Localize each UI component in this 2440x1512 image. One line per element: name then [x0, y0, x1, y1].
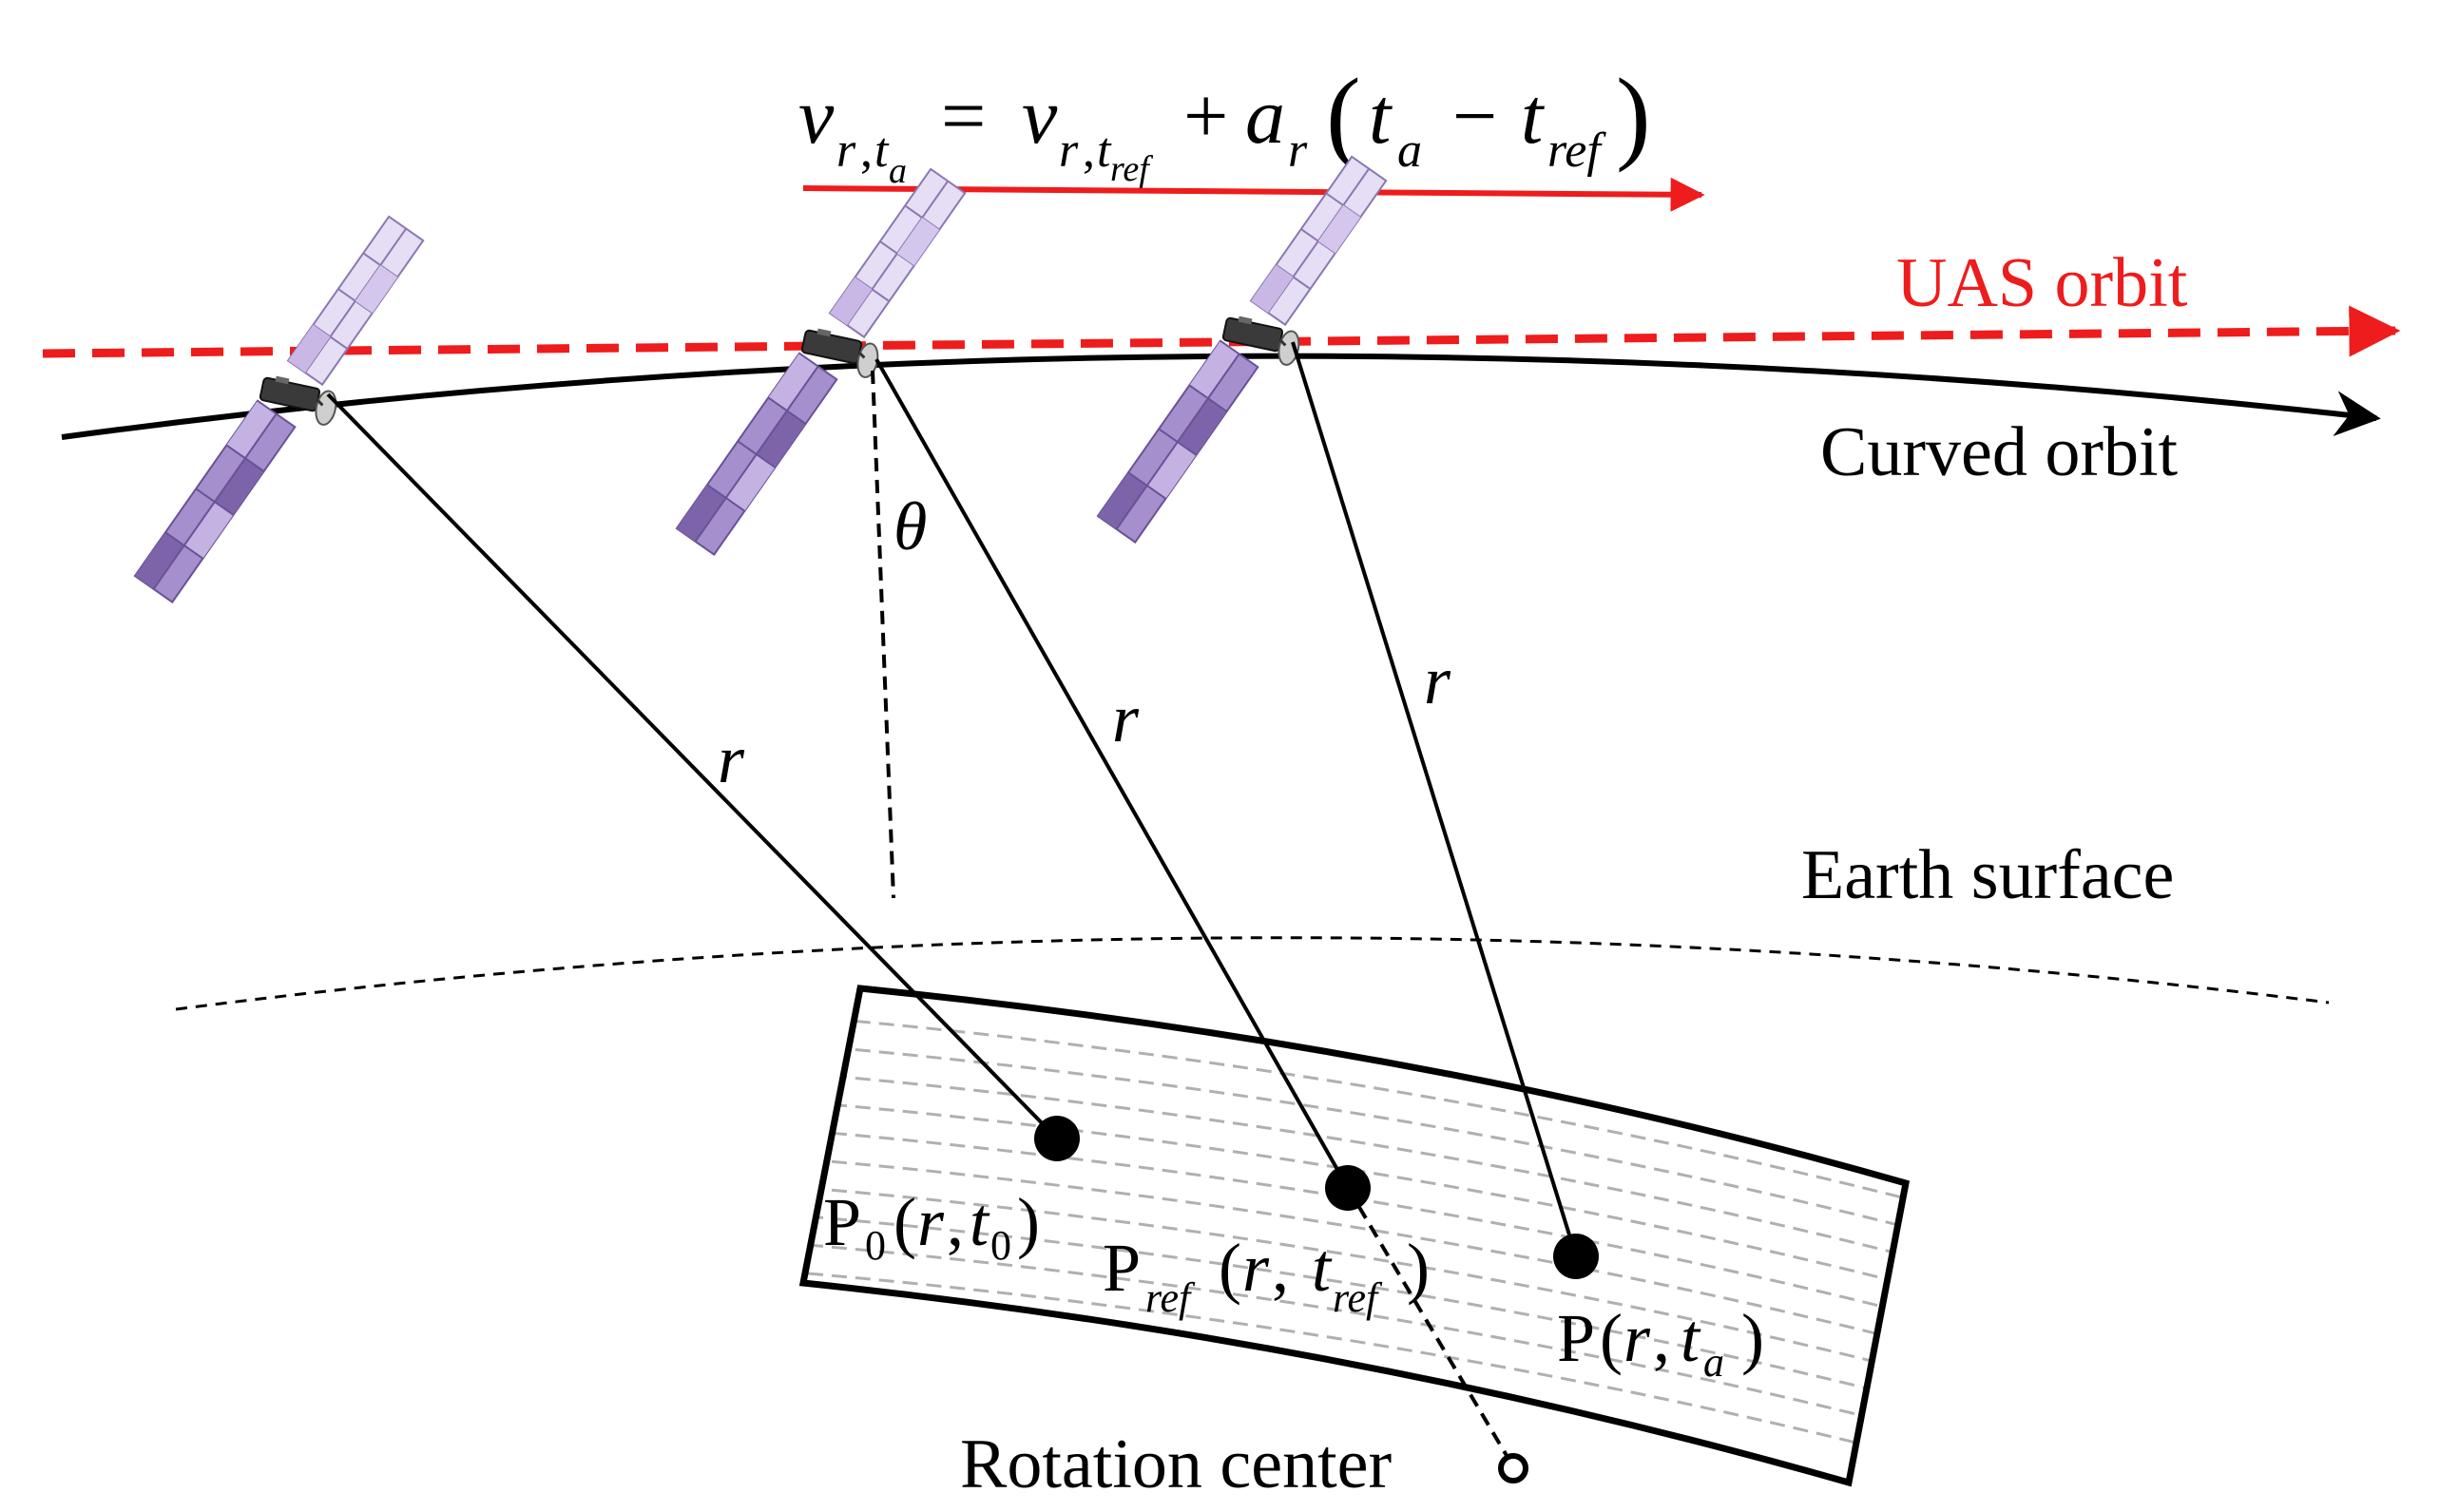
- eq-t1: t: [1369, 72, 1393, 161]
- svg-text:r: r: [1242, 1230, 1270, 1306]
- nadir-dashed-line: [871, 370, 895, 899]
- eq-rparen: ): [1616, 57, 1651, 173]
- svg-text:(: (: [893, 1184, 916, 1260]
- range-line-pa: [1291, 341, 1578, 1257]
- eq-a-sub-r: r: [1288, 124, 1308, 178]
- svg-text:P: P: [823, 1184, 861, 1260]
- eq-lparen: (: [1326, 57, 1361, 173]
- eq-v-sub-comma: ,: [860, 124, 873, 178]
- eq-plus: +: [1183, 72, 1228, 161]
- eq-t1-sub: a: [1397, 124, 1422, 178]
- eq-v2: v: [1022, 72, 1058, 161]
- svg-text:t: t: [1312, 1230, 1333, 1306]
- rotation-center-marker: [1498, 1453, 1528, 1483]
- eq-equals: =: [941, 72, 986, 161]
- svg-text:P: P: [1557, 1300, 1595, 1376]
- theta-label: θ: [893, 488, 927, 565]
- curved-orbit-line: [61, 353, 2381, 440]
- svg-text:(: (: [1600, 1300, 1623, 1376]
- point-pref: [1325, 1165, 1371, 1211]
- svg-text:,: ,: [1272, 1230, 1289, 1306]
- eq-v2-sub-ref: ref: [1110, 149, 1153, 189]
- uas-orbit-label: UAS orbit: [1896, 244, 2188, 322]
- svg-text:r: r: [1623, 1300, 1651, 1376]
- earth-surface-label: Earth surface: [1801, 836, 2174, 914]
- svg-text:(: (: [1219, 1230, 1241, 1306]
- range-label-1: r: [718, 721, 745, 797]
- eq-a: a: [1245, 72, 1285, 161]
- svg-text:P: P: [1103, 1230, 1141, 1306]
- svg-text:): ): [1017, 1184, 1040, 1260]
- point-p0-label: P 0 ( r , t 0 ): [823, 1184, 1040, 1269]
- eq-v: v: [798, 72, 835, 161]
- svg-text:0: 0: [865, 1222, 886, 1269]
- rotation-dashed-line: [1346, 1186, 1513, 1465]
- curved-orbit-label: Curved orbit: [1820, 413, 2179, 491]
- point-pa: [1553, 1234, 1599, 1279]
- eq-t2-sub: ref: [1547, 124, 1606, 178]
- velocity-equation: v r , t a = v r , t ref + a r ( t a − t …: [798, 57, 1651, 191]
- eq-v2-sub-t: t: [1097, 124, 1112, 178]
- eq-v2-sub-r: r: [1059, 124, 1079, 178]
- svg-text:0: 0: [990, 1222, 1011, 1269]
- point-p0: [1034, 1116, 1080, 1161]
- range-line-p0: [326, 392, 1059, 1140]
- svg-text:t: t: [970, 1184, 990, 1260]
- satellite-icon-3: [1096, 154, 1390, 545]
- svg-text:t: t: [1681, 1300, 1701, 1376]
- svg-text:a: a: [1703, 1339, 1724, 1386]
- eq-v-sub-a: a: [889, 151, 907, 191]
- svg-text:): ): [1741, 1300, 1764, 1376]
- range-line-pref: [874, 358, 1350, 1189]
- range-label-3: r: [1424, 642, 1451, 718]
- rotation-center-label: Rotation center: [960, 1426, 1392, 1503]
- earth-surface-arc: [175, 936, 2330, 1011]
- eq-v-sub-t: t: [874, 124, 890, 178]
- range-label-2: r: [1112, 680, 1140, 756]
- svg-text:,: ,: [1653, 1300, 1670, 1376]
- eq-minus: −: [1452, 72, 1497, 161]
- point-pref-label: P ref ( r , t ref ): [1103, 1230, 1430, 1321]
- svg-text:ref: ref: [1145, 1274, 1196, 1321]
- svg-text:r: r: [917, 1184, 945, 1260]
- eq-v2-sub-comma: ,: [1083, 124, 1095, 178]
- eq-v-sub-r: r: [836, 124, 856, 178]
- eq-t2: t: [1521, 72, 1546, 161]
- point-pa-label: P ( r , t a ): [1557, 1300, 1764, 1386]
- svg-text:ref: ref: [1333, 1274, 1383, 1321]
- svg-text:): ): [1407, 1230, 1430, 1306]
- svg-text:,: ,: [947, 1184, 964, 1260]
